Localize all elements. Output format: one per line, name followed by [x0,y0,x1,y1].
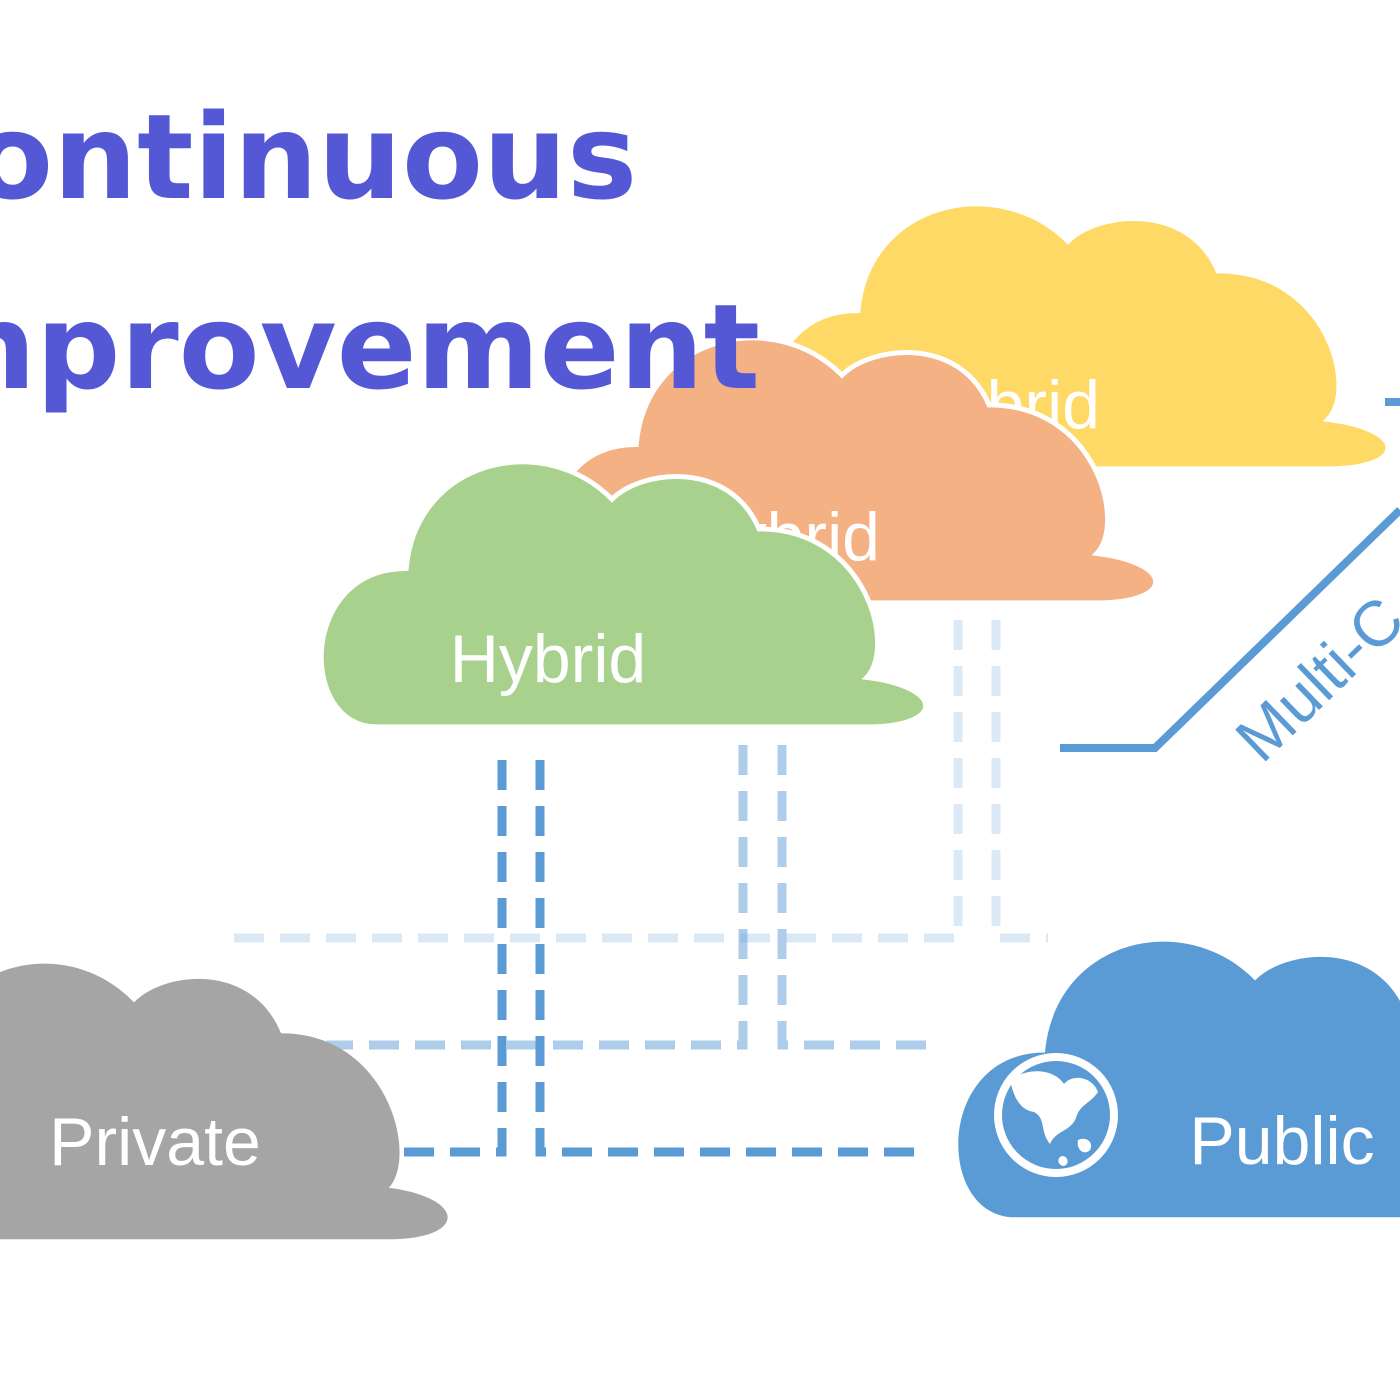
front-hybrid-connectors [388,760,920,1157]
public-cloud-label: Public [1189,1103,1374,1179]
private-cloud [0,963,448,1240]
hybrid-cloud-front-label: Hybrid [450,621,647,697]
middle-hybrid-left-connector [326,745,748,1050]
back-hybrid-connectors [232,620,1048,943]
middle-hybrid-right-connector [777,745,935,1050]
multi-cloud-label: Multi-C [1222,583,1400,776]
globe-icon [994,1053,1118,1177]
multi-cloud-connector-line [1060,507,1400,752]
back-hybrid-left-connector [232,620,963,943]
multi-cloud-connector [1060,398,1400,752]
middle-hybrid-connectors [326,745,935,1050]
private-cloud-label: Private [49,1104,261,1180]
public-connector [535,760,920,1157]
back-hybrid-right-connector [991,620,1048,943]
private-connector [388,760,507,1157]
title-line-1: ontinuous [0,88,637,226]
title-line-2: nprovement [0,278,760,416]
